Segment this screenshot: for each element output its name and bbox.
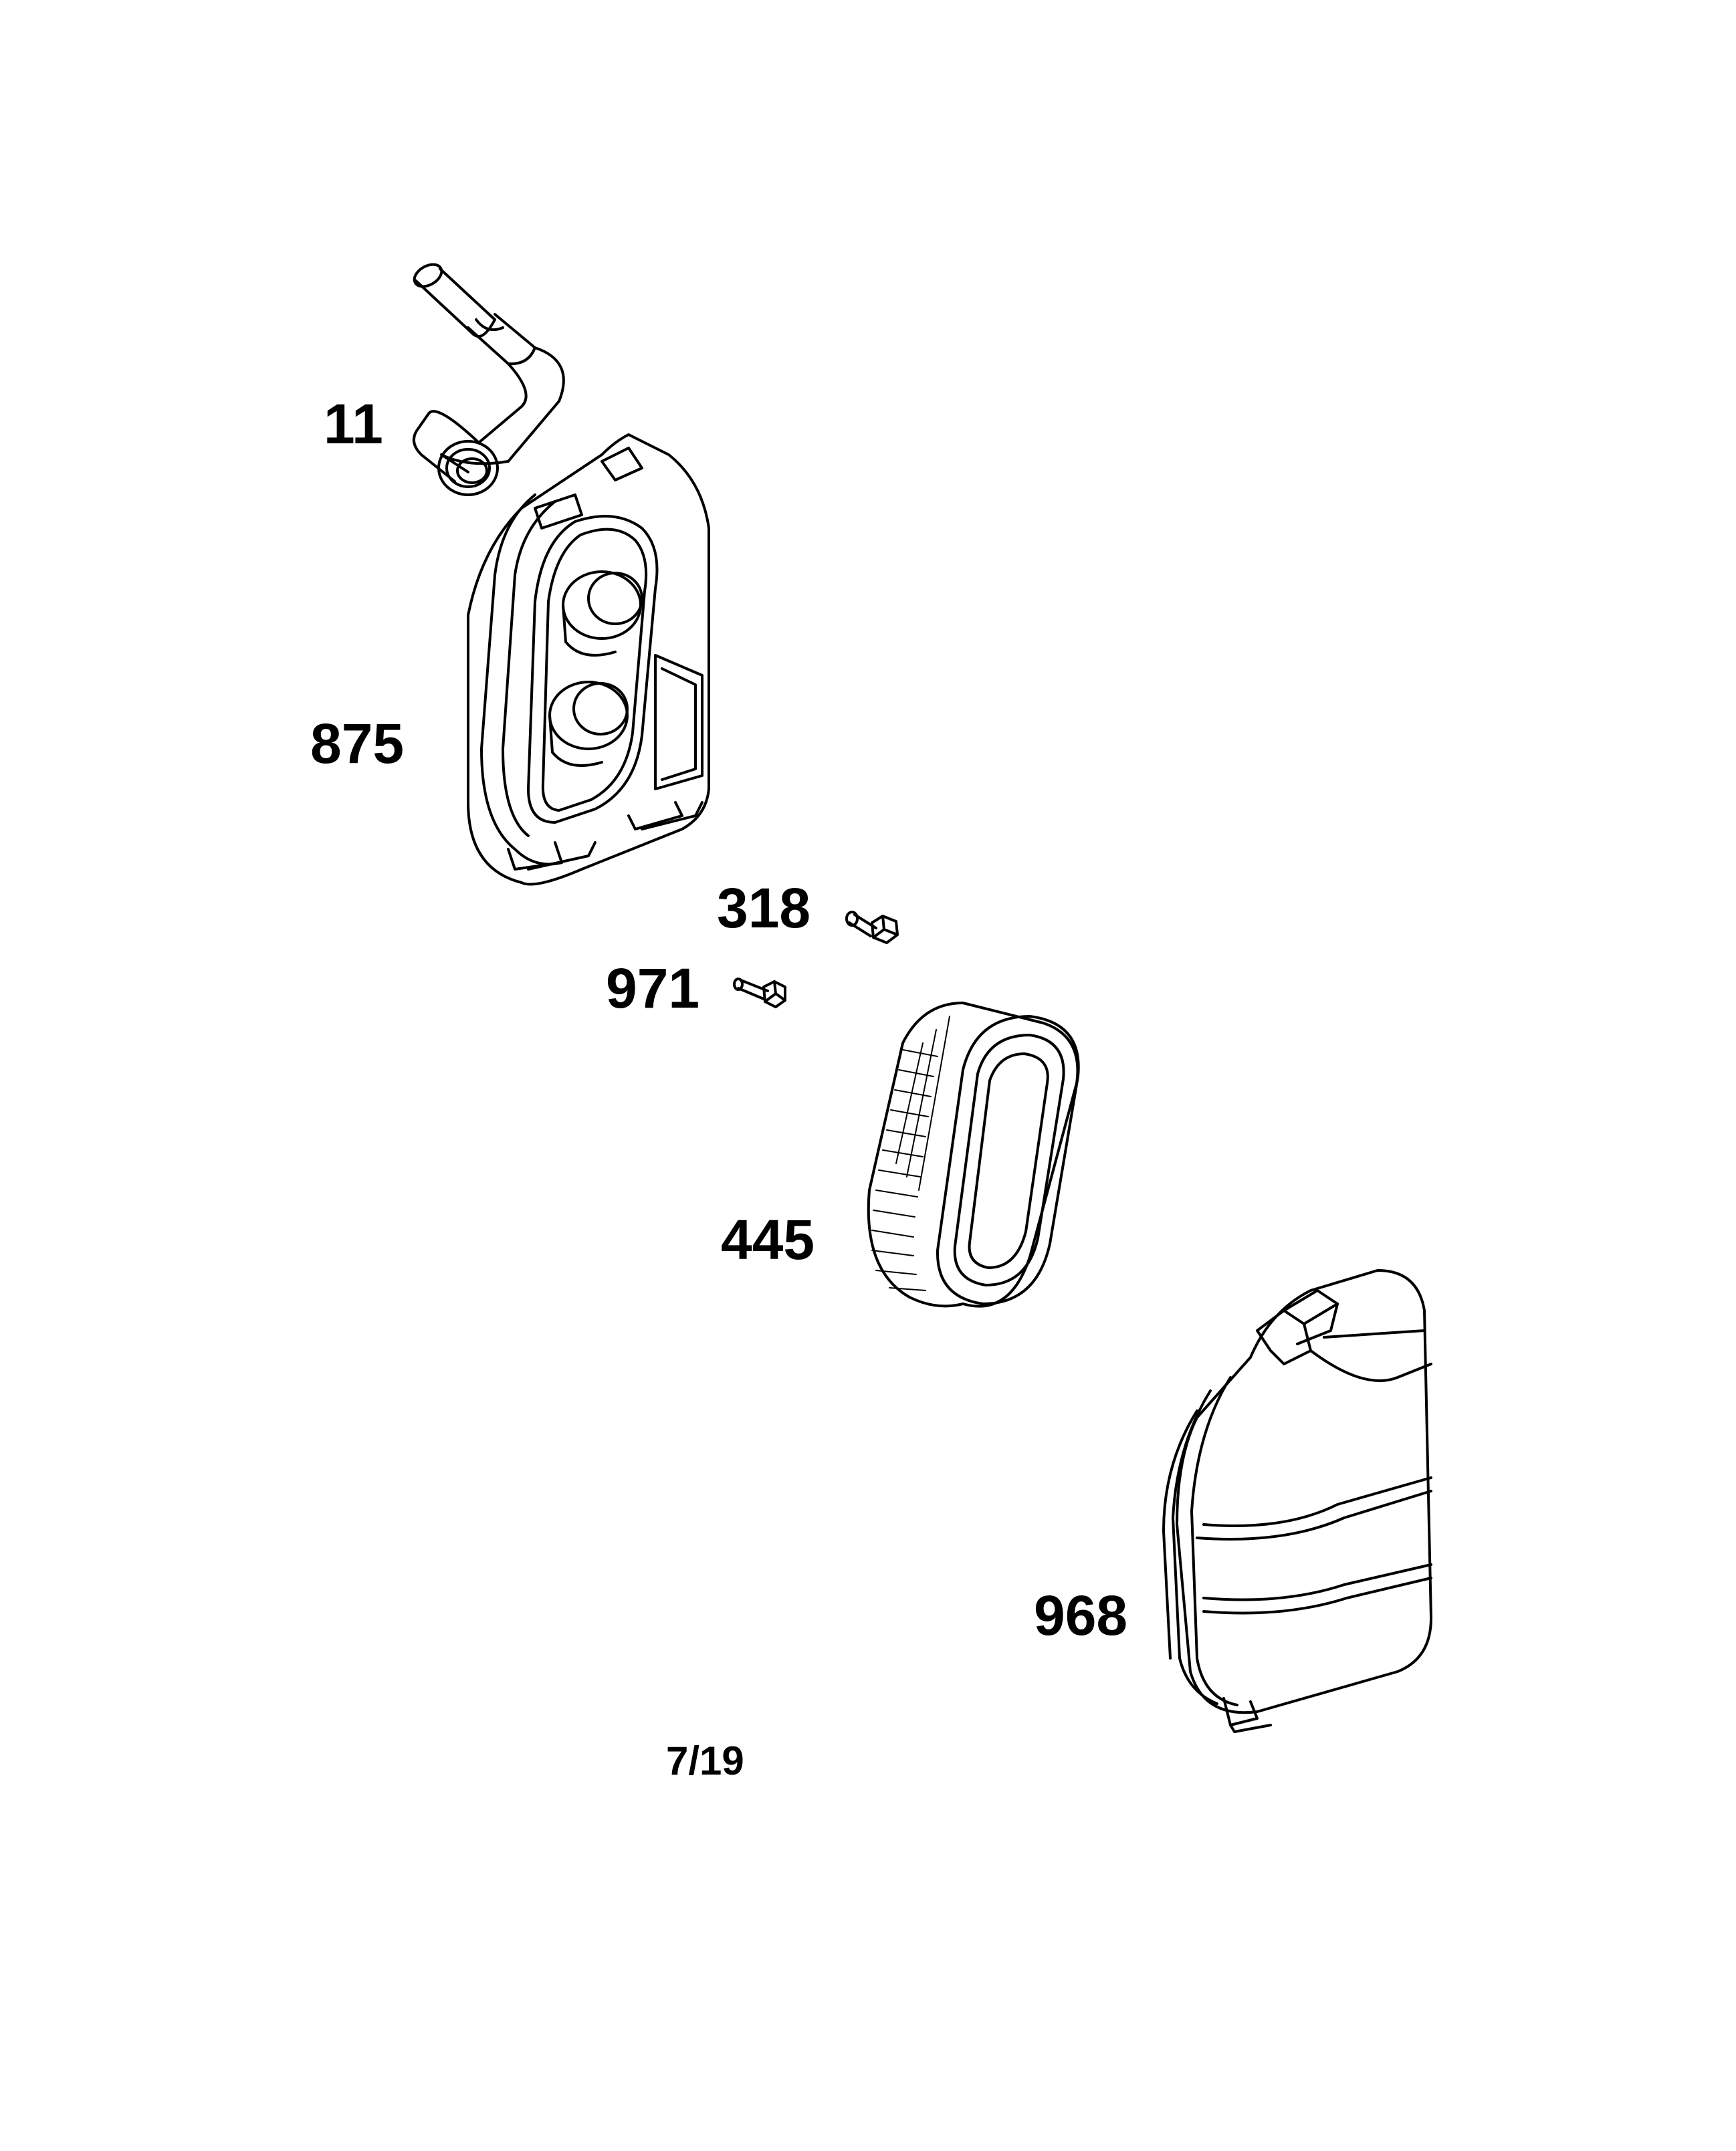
callout-label-445: 445 (721, 1208, 815, 1271)
page-number: 7/19 (666, 1738, 744, 1783)
screw-part-318[interactable] (847, 912, 897, 943)
callout-label-968: 968 (1034, 1584, 1128, 1647)
screw-part-971[interactable] (734, 979, 785, 1007)
callout-label-318: 318 (717, 877, 811, 939)
callout-label-11: 11 (324, 392, 383, 455)
air-filter-part-445[interactable] (869, 1003, 1079, 1307)
callout-label-875: 875 (310, 712, 405, 775)
callout-label-971: 971 (606, 957, 700, 1020)
breather-tube-part-11[interactable] (411, 260, 564, 495)
air-cleaner-cover-part-968[interactable] (1164, 1270, 1431, 1732)
air-cleaner-base-part-875[interactable] (468, 435, 709, 885)
